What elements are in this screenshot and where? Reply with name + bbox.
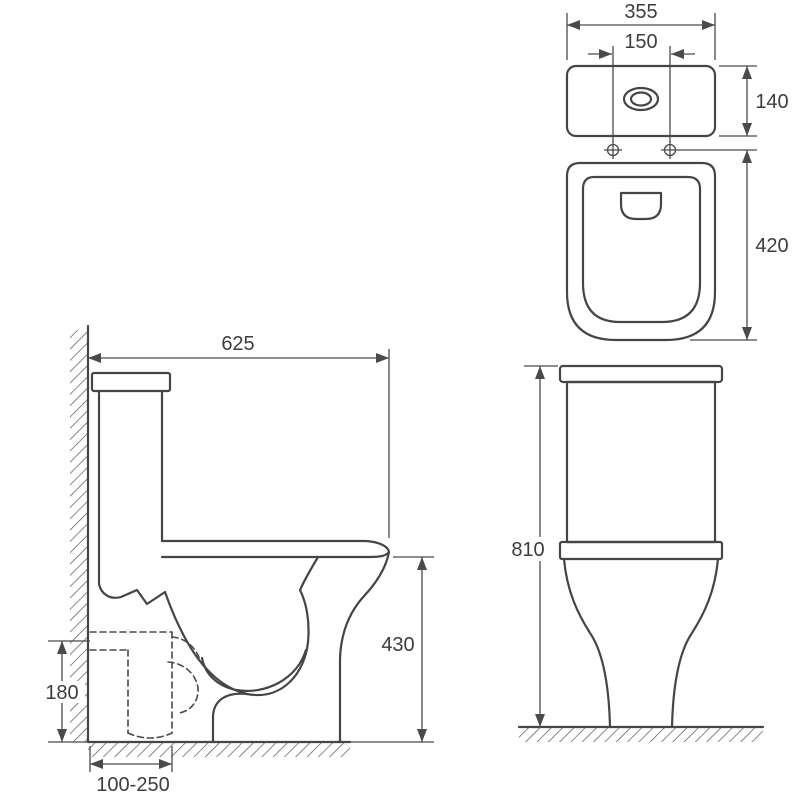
side-depth-label: 625: [221, 333, 254, 355]
front-height-label: 810: [511, 539, 544, 561]
side-cistern-lid: [90, 371, 172, 393]
side-seat-bottom: [160, 550, 391, 559]
side-ground-hatch: [88, 742, 350, 757]
front-view: [517, 364, 765, 742]
plan-flush-spot: [619, 191, 663, 221]
label-background: [504, 537, 554, 561]
plan-cistern-outline: [565, 64, 717, 138]
outlet-drop-bend: [127, 732, 173, 739]
dim-height-810: 810: [504, 365, 558, 727]
side-front-profile: [338, 550, 391, 744]
plan-bowl-outer: [565, 161, 717, 342]
dim-outlet-range-100-250: 100-250: [89, 746, 173, 796]
side-view: [70, 324, 391, 757]
label-background: [39, 681, 85, 703]
front-cistern-tank: [565, 380, 717, 544]
dim-width-355: 355: [566, 1, 716, 60]
plan-bolt-spacing-label: 150: [624, 31, 657, 53]
side-seat-top: [160, 539, 391, 554]
outlet-hidden-trap: [167, 661, 199, 714]
side-seat-height-label: 430: [381, 634, 414, 656]
side-outlet-range-label: 100-250: [96, 774, 169, 796]
front-rim-band: [558, 540, 724, 561]
front-cistern-lid: [558, 364, 724, 384]
side-outlet-dashed: [89, 631, 201, 739]
dim-bowl-length-420: 420: [678, 149, 789, 341]
dim-depth-625: 625: [88, 333, 390, 538]
flush-button-outer: [622, 86, 660, 112]
side-outlet-height-label: 180: [45, 682, 78, 704]
front-base-left: [562, 557, 612, 729]
side-cistern-tank: [97, 389, 164, 560]
front-view-dimensions: 810: [504, 365, 558, 727]
plan-bowl-inner: [581, 175, 702, 324]
flush-button-inner: [629, 91, 653, 107]
plan-view: [565, 64, 717, 342]
wall-hatch: [70, 330, 88, 742]
dim-cistern-depth-140: 140: [719, 65, 789, 137]
side-trap-curve: [200, 648, 308, 692]
bolt-hole-left: [604, 141, 622, 159]
side-view-dimensions: 625 430 180 100-250: [39, 333, 434, 796]
front-ground-hatch: [519, 727, 763, 742]
side-pedestal-back: [211, 692, 249, 744]
dim-bolt-spacing-150: 150: [588, 31, 695, 142]
dim-outlet-height-180: 180: [39, 640, 90, 743]
front-base-right: [670, 557, 720, 729]
side-bowl-profile: [97, 555, 320, 697]
plan-bowl-length-label: 420: [755, 235, 788, 257]
plan-cistern-depth-label: 140: [755, 91, 788, 113]
plan-width-label: 355: [624, 1, 657, 23]
bolt-hole-right: [661, 141, 679, 159]
plan-view-dimensions: 355 150 140 420: [566, 1, 789, 341]
outlet-trap-link: [171, 636, 201, 661]
dim-seat-height-430: 430: [350, 556, 434, 743]
